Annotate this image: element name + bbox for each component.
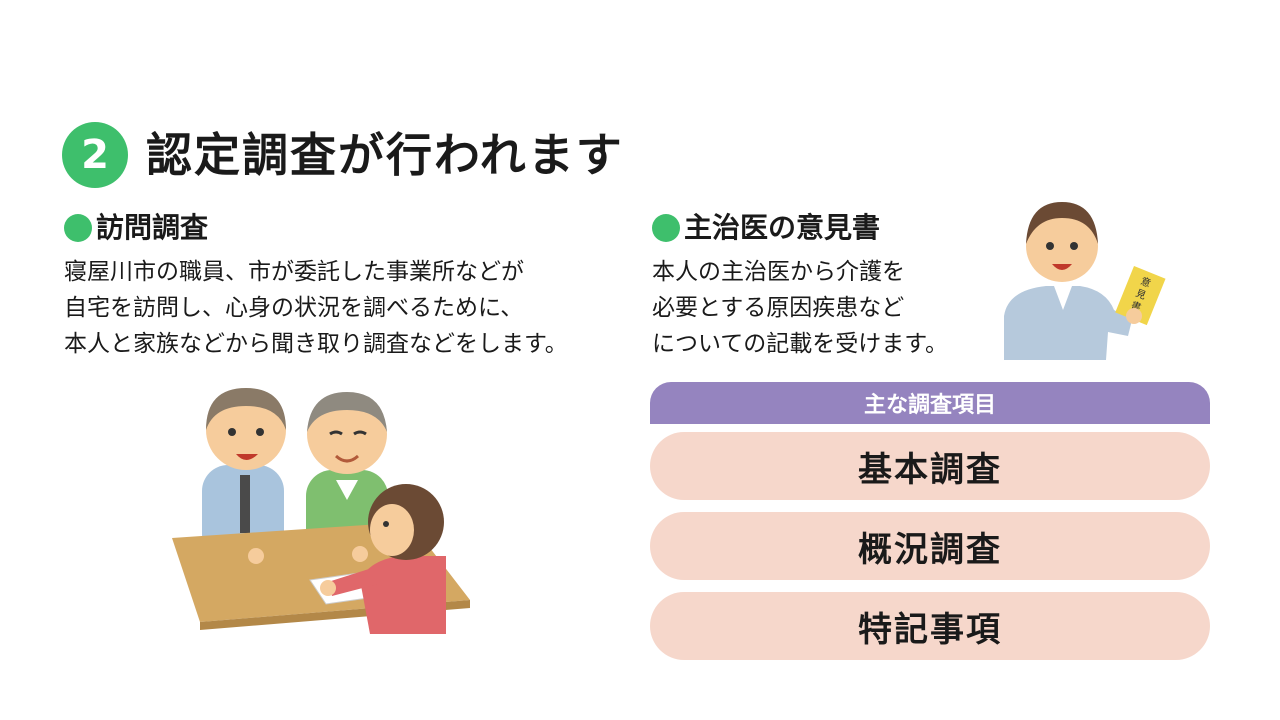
visit-survey-heading: 訪問調査 [64,210,208,246]
survey-items-header: 主な調査項目 [650,382,1210,424]
visit-survey-line: 本人と家族などから聞き取り調査などをします。 [64,331,568,357]
bullet-dot-icon [64,214,92,242]
document-label-char-2: 見 [1134,287,1148,302]
doctor-opinion-heading: 主治医の意見書 [652,210,880,246]
step-number-badge: 2 [62,122,128,188]
survey-item-overview: 概況調査 [650,512,1210,580]
interview-illustration [172,388,470,634]
doctor-opinion-description: 本人の主治医から介護を 必要とする原因疾患など についての記載を受けます。 [652,254,948,362]
doctor-opinion-line: 必要とする原因疾患など [652,295,905,321]
survey-item-special-notes: 特記事項 [650,592,1210,660]
doctor-opinion-heading-text: 主治医の意見書 [684,211,881,244]
visit-survey-description: 寝屋川市の職員、市が委託した事業所などが 自宅を訪問し、心身の状況を調べるために… [64,254,568,362]
doctor-opinion-line: についての記載を受けます。 [652,331,949,357]
doctor-opinion-line: 本人の主治医から介護を [652,259,905,285]
survey-item-basic: 基本調査 [650,432,1210,500]
visit-survey-line: 自宅を訪問し、心身の状況を調べるために、 [64,295,524,321]
staff-woman-figure [320,484,446,634]
doctor-illustration: 意 見 書 [1004,202,1166,360]
bullet-dot-icon [652,214,680,242]
document-label-char-1: 意 [1139,274,1153,290]
page-title: 認定調査が行われます [146,128,624,182]
step-number: 2 [81,132,109,178]
visit-survey-heading-text: 訪問調査 [96,211,209,244]
visit-survey-line: 寝屋川市の職員、市が委託した事業所などが [64,259,524,285]
